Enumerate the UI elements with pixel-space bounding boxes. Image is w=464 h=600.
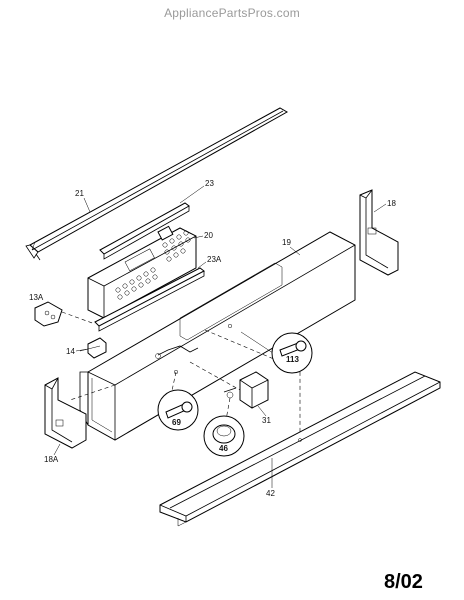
- callout-46: 46: [219, 444, 228, 453]
- callout-19: 19: [282, 238, 291, 247]
- callout-18: 18: [387, 199, 396, 208]
- callout-20: 20: [204, 231, 213, 240]
- callout-21: 21: [75, 189, 84, 198]
- screw-small: [226, 391, 234, 399]
- callout-42: 42: [266, 489, 275, 498]
- callout-113: 113: [286, 355, 299, 364]
- callout-14: 14: [66, 347, 75, 356]
- wiring: [155, 323, 233, 375]
- callout-13a: 13A: [29, 293, 44, 302]
- callout-circle-46: [203, 415, 245, 457]
- part-18a-end-cap-left: [44, 377, 87, 449]
- part-23-bracket: [99, 202, 190, 260]
- callout-circle-113: [271, 332, 313, 374]
- part-23a-bracket: [94, 267, 205, 332]
- callout-18a: 18A: [44, 455, 59, 464]
- callout-69: 69: [172, 418, 181, 427]
- watermark: AppliancePartsPros.com: [164, 6, 300, 20]
- part-42-lower-trim: [159, 371, 441, 527]
- part-13a-clip: [34, 301, 63, 327]
- part-14-connector: [87, 337, 107, 359]
- revision-date: 8/02: [384, 571, 423, 593]
- callout-31: 31: [262, 416, 271, 425]
- part-31-infinite-switch: [223, 371, 269, 409]
- part-21-trim-strip: [25, 107, 289, 261]
- part-20-control-board: [87, 225, 197, 319]
- callout-23a: 23A: [207, 255, 222, 264]
- callout-23: 23: [205, 179, 214, 188]
- callout-circle-69: [157, 389, 199, 431]
- part-18-end-cap-right: [359, 189, 399, 276]
